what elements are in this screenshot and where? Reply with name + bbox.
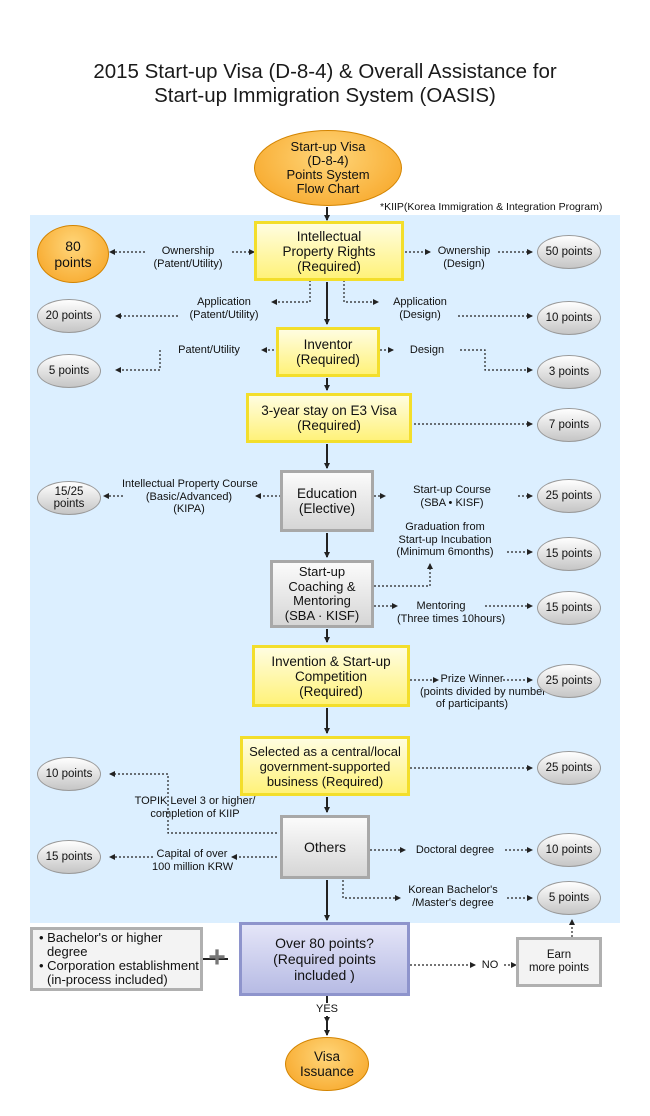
label-inventor-design: Design [409,344,445,356]
label-ownership-design: Ownership(Design) [437,245,491,270]
requirements-box: • Bachelor's or higher degree • Corporat… [30,927,203,991]
others-node: Others [280,815,370,879]
label-inventor-patent: Patent/Utility [178,344,240,356]
points-inventor-patent: 5 points [37,354,101,388]
plus-sign: + [208,941,226,974]
start-node: Start-up Visa (D-8-4) Points System Flow… [254,130,402,206]
points-mentoring: 15 points [537,591,601,625]
label-ip-course: Intellectual Property Course(Basic/Advan… [122,478,258,515]
label-bachelor: Korean Bachelor's/Master's degree [408,884,498,909]
points-doctoral: 10 points [537,833,601,867]
diagram-title: 2015 Start-up Visa (D-8-4) & Overall Ass… [93,60,557,107]
label-doctoral: Doctoral degree [415,844,495,856]
label-ownership-patent: Ownership(Patent/Utility) [153,245,223,270]
label-startup-course: Start-up Course(SBA • KISF) [413,484,491,509]
education-node: Education(Elective) [280,470,374,532]
points-graduation: 15 points [537,537,601,571]
label-topik: TOPIK Level 3 or higher/completion of KI… [134,795,256,820]
label-mentoring: Mentoring(Three times 10hours) [397,600,506,625]
kiip-note: *KIIP(Korea Immigration & Integration Pr… [380,201,603,213]
label-no: NO [481,959,499,971]
label-yes: YES [313,1003,341,1016]
points-application-patent: 20 points [37,299,101,333]
label-application-design: Application(Design) [393,296,447,321]
label-application-patent: Application(Patent/Utility) [189,296,259,321]
points-application-design: 10 points [537,301,601,335]
e3-visa-node: 3-year stay on E3 Visa(Required) [246,393,412,443]
points-bachelor: 5 points [537,881,601,915]
points-ownership-design: 50 points [537,235,601,269]
points-startup-course: 25 points [537,479,601,513]
points-prize: 25 points [537,664,601,698]
points-gov-supported: 25 points [537,751,601,785]
points-capital: 15 points [37,840,101,874]
points-e3-visa: 7 points [537,408,601,442]
points-inventor-design: 3 points [537,355,601,389]
points-topik: 10 points [37,757,101,791]
inventor-node: Inventor(Required) [276,327,380,377]
